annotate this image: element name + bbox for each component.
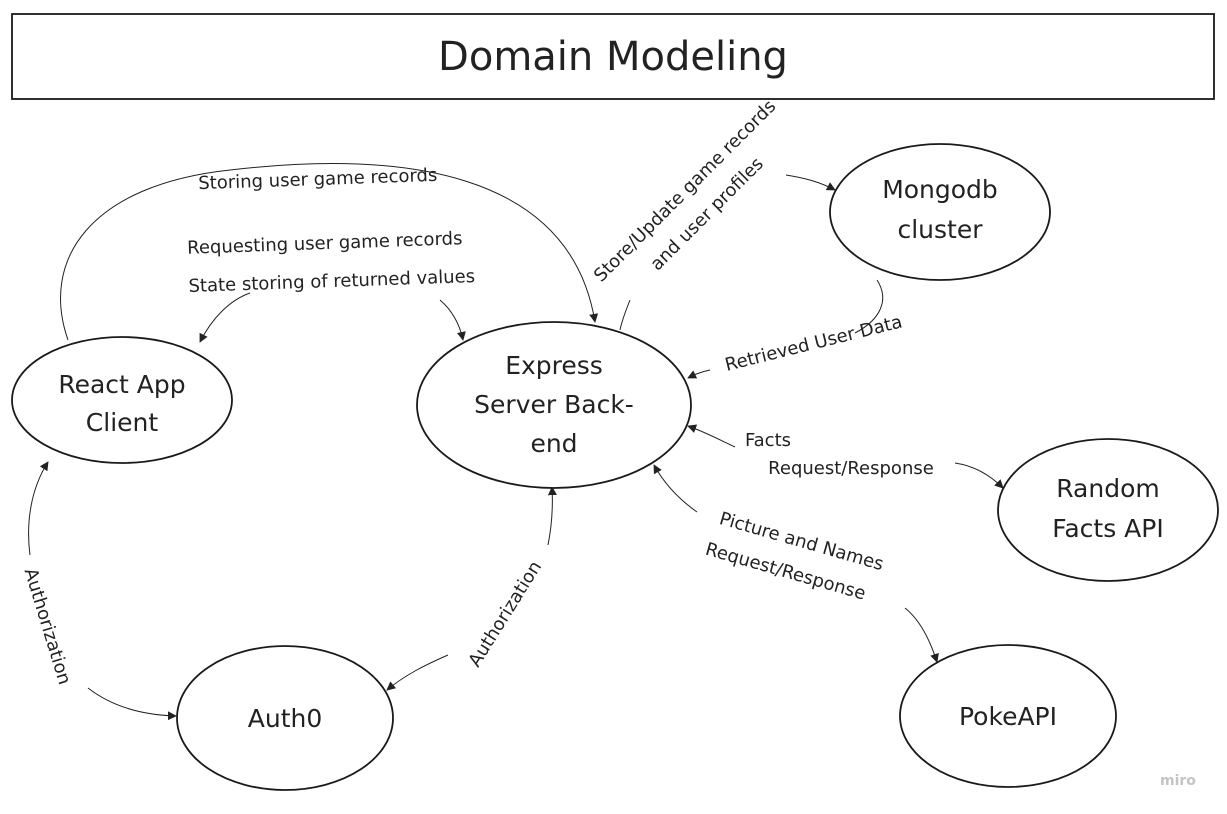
label-store-update-1: Store/Update game records (590, 96, 780, 286)
edge-to-mongodb (785, 174, 836, 191)
edge-to-express-state (439, 299, 466, 341)
label-state-storing: State storing of returned values (188, 266, 475, 297)
miro-watermark: miro (1160, 773, 1196, 789)
node-auth0: Auth0 (176, 645, 394, 791)
edge-to-react-requesting (199, 292, 251, 343)
edge-to-random-facts (954, 462, 1004, 489)
edge-express-stub (619, 299, 631, 331)
edge-auth-left-to-auth0 (87, 687, 177, 721)
node-mongodb-cluster: Mongodb cluster (829, 143, 1051, 281)
node-pokeapi: PokeAPI (899, 644, 1117, 788)
edge-retrieved-to-express (687, 369, 711, 379)
node-mongo-line-1: Mongodb (882, 175, 998, 204)
node-express-line-2: Server Back- (474, 390, 634, 419)
label-authorization-right: Authorization (464, 557, 546, 670)
node-pokeapi-label: PokeAPI (959, 702, 1057, 731)
node-react-app-client: React App Client (11, 336, 233, 464)
edge-facts-to-express (687, 424, 736, 448)
edge-auth-to-express (547, 486, 557, 546)
node-random-line-2: Facts API (1052, 514, 1163, 543)
title-box: Domain Modeling (11, 13, 1215, 100)
edge-react-to-express-storing (60, 163, 599, 341)
label-retrieved-user-data: Retrieved User Data (723, 311, 905, 375)
node-random-facts-api: Random Facts API (997, 438, 1219, 582)
edge-picture-to-express (653, 464, 698, 513)
edge-auth-to-react (28, 461, 49, 556)
label-requesting: Requesting user game records (187, 228, 463, 259)
node-react-line-2: Client (86, 408, 159, 437)
node-auth0-label: Auth0 (248, 704, 323, 733)
label-facts-1: Facts (745, 430, 791, 451)
node-react-line-1: React App (58, 370, 185, 399)
node-random-line-1: Random (1056, 474, 1160, 503)
label-facts-2: Request/Response (768, 458, 934, 479)
node-express-server: Express Server Back- end (416, 321, 692, 489)
edge-from-mongodb (854, 279, 884, 334)
node-express-line-1: Express (505, 351, 603, 380)
diagram-title: Domain Modeling (438, 34, 788, 80)
node-express-line-3: end (530, 429, 577, 458)
label-authorization-left: Authorization (20, 566, 75, 687)
node-mongo-line-2: cluster (897, 215, 983, 244)
edge-to-pokeapi (904, 607, 939, 663)
edge-auth-to-auth0 (386, 654, 449, 691)
